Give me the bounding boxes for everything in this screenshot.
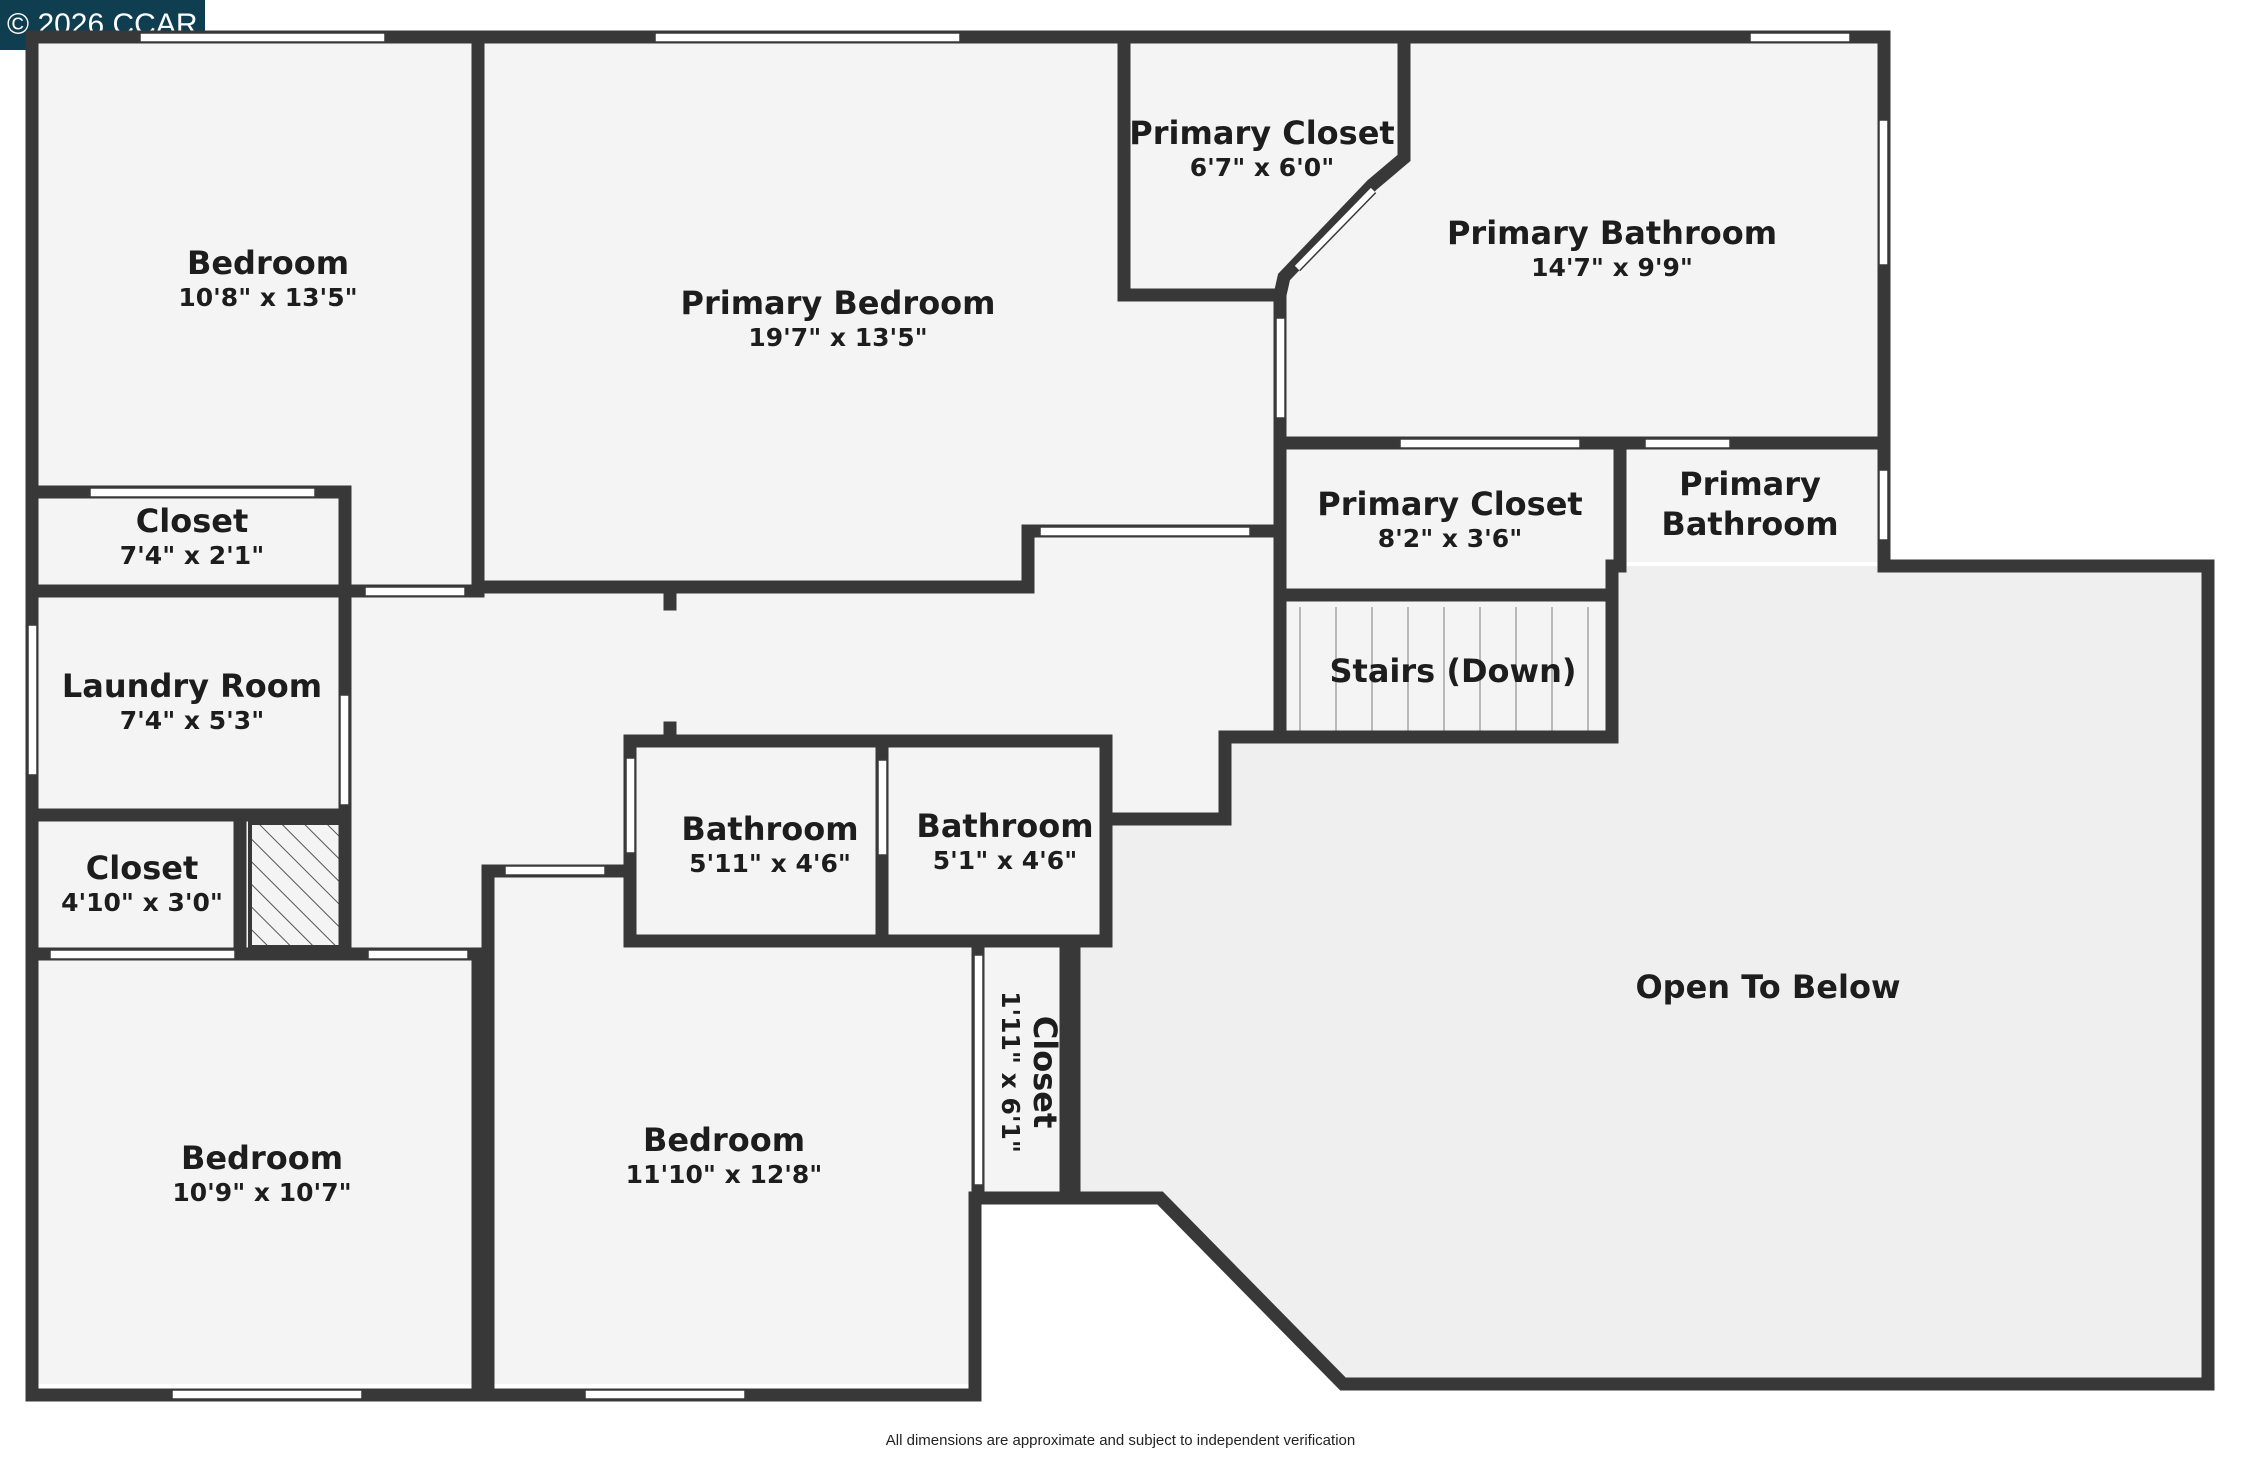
room-bedroom-sw: Bedroom 10'9" x 10'7" <box>172 1139 351 1207</box>
room-name: Closet <box>1026 1016 1064 1128</box>
room-name: Bathroom <box>916 807 1093 845</box>
room-laundry: Laundry Room 7'4" x 5'3" <box>62 667 322 735</box>
room-primary-bathroom-small: Primary Bathroom <box>1661 465 1838 543</box>
room-bedroom-nw: Bedroom 10'8" x 13'5" <box>178 244 357 312</box>
room-name: Bathroom <box>681 810 858 848</box>
hatched-chase <box>248 821 344 949</box>
open-to-below-area <box>1074 566 2208 1384</box>
room-name: Stairs (Down) <box>1329 652 1576 690</box>
room-primary-bathroom-top: Primary Bathroom 14'7" x 9'9" <box>1447 214 1777 282</box>
room-name: Open To Below <box>1635 968 1900 1006</box>
room-primary-bedroom: Primary Bedroom 19'7" x 13'5" <box>680 284 995 352</box>
room-primary-closet-top: Primary Closet 6'7" x 6'0" <box>1129 114 1394 182</box>
windows <box>27 32 1889 1400</box>
room-name: Laundry Room <box>62 667 322 705</box>
room-dimensions: 10'8" x 13'5" <box>178 283 357 312</box>
room-bedroom-s: Bedroom 11'10" x 12'8" <box>626 1121 823 1189</box>
room-name: Bedroom <box>643 1121 805 1159</box>
room-primary-closet-mid: Primary Closet 8'2" x 3'6" <box>1317 485 1582 553</box>
room-dimensions: 1'11" x 6'1" <box>996 991 1025 1153</box>
door-openings <box>49 186 1731 1186</box>
room-name: Bedroom <box>181 1139 343 1177</box>
room-dimensions: 14'7" x 9'9" <box>1531 253 1693 282</box>
room-dimensions: 11'10" x 12'8" <box>626 1160 823 1189</box>
room-dimensions: 5'1" x 4'6" <box>933 846 1077 875</box>
room-dimensions: 19'7" x 13'5" <box>748 323 927 352</box>
room-dimensions: 6'7" x 6'0" <box>1190 153 1334 182</box>
room-stairs: Stairs (Down) <box>1329 652 1576 690</box>
disclaimer-text: All dimensions are approximate and subje… <box>885 1432 1356 1449</box>
room-dimensions: 4'10" x 3'0" <box>61 888 223 917</box>
room-dimensions: 10'9" x 10'7" <box>172 1178 351 1207</box>
room-dimensions: 8'2" x 3'6" <box>1378 524 1522 553</box>
room-open-to-below: Open To Below <box>1635 968 1900 1006</box>
room-name: Primary Bathroom <box>1447 214 1777 252</box>
room-dimensions: 7'4" x 5'3" <box>120 706 264 735</box>
room-name-line1: Primary <box>1679 465 1821 503</box>
room-closet-small: Closet 7'4" x 2'1" <box>120 502 264 570</box>
room-name: Primary Closet <box>1129 114 1394 152</box>
room-closet-west: Closet 4'10" x 3'0" <box>61 849 223 917</box>
room-bathroom-b: Bathroom 5'1" x 4'6" <box>916 807 1093 875</box>
room-dimensions: 7'4" x 2'1" <box>120 541 264 570</box>
room-name: Primary Closet <box>1317 485 1582 523</box>
room-name: Closet <box>136 502 248 540</box>
room-dimensions: 5'11" x 4'6" <box>689 849 851 878</box>
room-closet-vertical: Closet 1'11" x 6'1" <box>996 991 1064 1153</box>
room-name: Primary Bedroom <box>680 284 995 322</box>
room-name: Bedroom <box>187 244 349 282</box>
room-bathroom-a: Bathroom 5'11" x 4'6" <box>681 810 858 878</box>
room-name-line2: Bathroom <box>1661 505 1838 543</box>
room-name: Closet <box>86 849 198 887</box>
